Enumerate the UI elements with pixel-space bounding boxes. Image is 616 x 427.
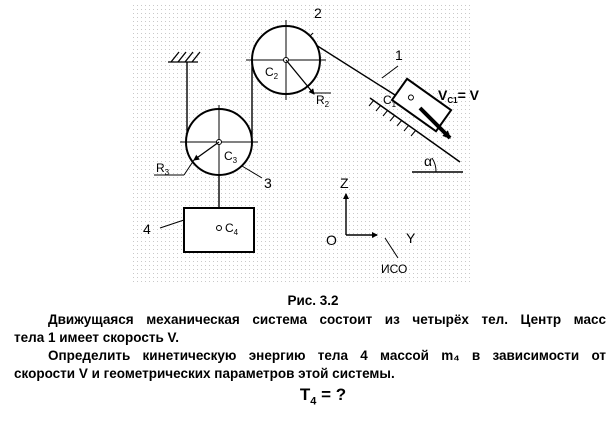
body-1-block [390,77,453,133]
paragraph2-line2: скорости V и геометрических параметров э… [14,366,395,381]
paragraph1-line1: Движущаяся механическая система состоит … [48,312,606,327]
paragraph1-line2: тела 1 имеет скорость V. [14,330,180,345]
inclined-plane [368,97,463,173]
label-body-1: 1 [395,47,403,63]
label-alpha: α [424,153,432,169]
question-tail: = ? [316,385,347,404]
label-r3: R3 [156,161,170,177]
body-4-block [159,207,255,253]
label-c2: C2 [265,65,279,81]
label-c1: C1 [383,93,397,109]
label-body-4: 4 [143,221,151,237]
question-subscript: 4 [310,395,317,408]
label-axis-z: Z [340,175,349,191]
mechanical-system-figure: 2 1 3 4 C2 C3 C4 C1 R2 R3 VC1= V α Z Y O… [130,4,480,285]
label-iso: ИСО [381,262,407,276]
label-c4: C4 [225,221,239,237]
label-body-3: 3 [264,175,272,191]
label-velocity: VC1= V [438,87,480,105]
label-c3: C3 [224,149,238,165]
paragraph-task: Определить кинетическую энергию тела 4 м… [0,347,616,383]
radius-r3-arrow [193,141,220,161]
pulley-2 [246,20,331,100]
pulley-3 [154,105,263,208]
figure-caption: Рис. 3.2 [287,293,339,308]
ceiling-support-left [168,51,201,63]
question-symbol: T [299,385,311,404]
label-r2: R2 [316,93,330,109]
label-body-2: 2 [314,5,322,21]
body1-leader [381,65,399,79]
paragraph-description: Движущаяся механическая система состоит … [0,311,616,347]
coordinate-axes [343,193,399,259]
problem-text: Рис. 3.2 Движущаяся механическая система… [0,292,616,410]
label-axis-y: Y [406,230,416,246]
figure-svg: 2 1 3 4 C2 C3 C4 C1 R2 R3 VC1= V α Z Y O… [130,4,480,285]
label-axis-o: O [326,232,337,248]
question-formula: T4 = ? [0,386,616,410]
paragraph2-line1: Определить кинетическую энергию тела 4 м… [48,348,606,363]
velocity-arrow [418,106,452,140]
radius-r2-arrow [285,59,315,95]
